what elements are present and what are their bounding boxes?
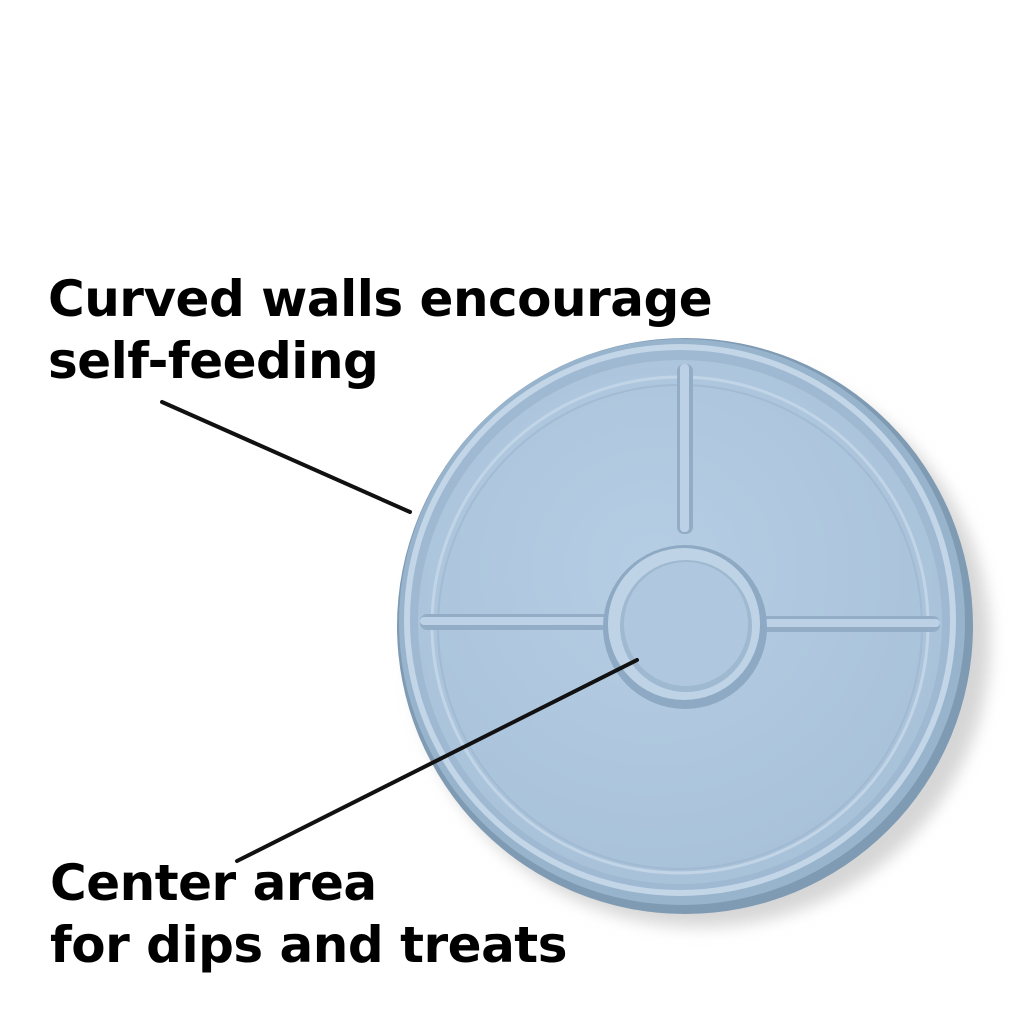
caption-curved-walls-line2: self-feeding [48,332,379,390]
caption-center-area-line2: for dips and treats [50,916,567,974]
caption-center-area-line1: Center area [50,854,377,912]
leader-line-center-area [235,658,639,863]
center-dip-compartment [603,545,767,709]
compartment-dividers [420,364,940,632]
caption-center-area: Center area for dips and treats [50,852,567,976]
leader-line-curved-walls [160,400,412,514]
caption-curved-walls: Curved walls encourage self-feeding [48,268,713,392]
caption-curved-walls-line1: Curved walls encourage [48,270,713,328]
